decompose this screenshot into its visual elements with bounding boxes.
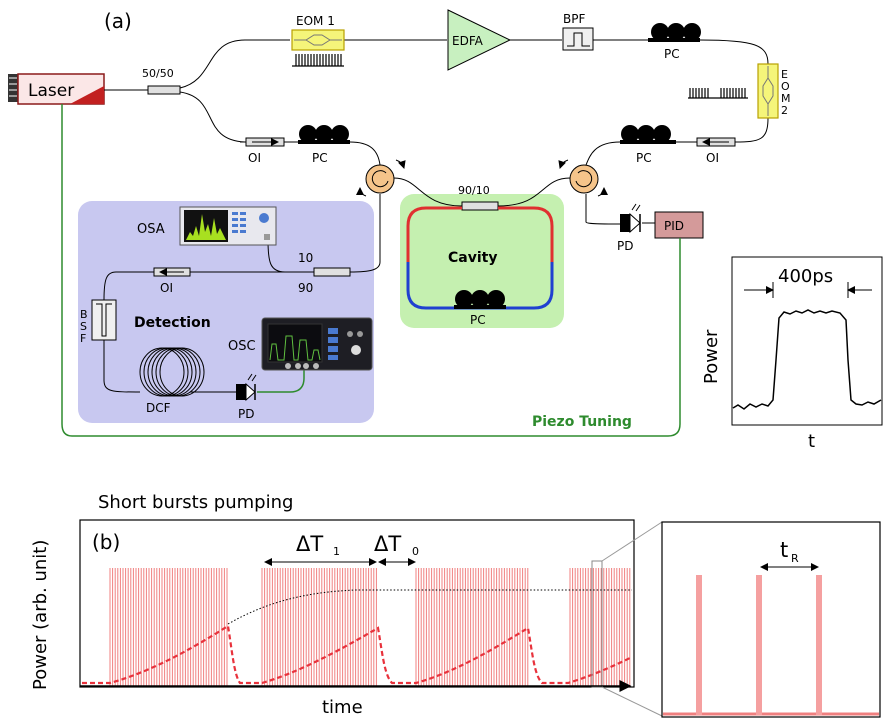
coupler-50-50-label: 50/50 bbox=[142, 67, 174, 80]
pc-top-label: PC bbox=[664, 47, 680, 61]
osa-label: OSA bbox=[137, 222, 165, 237]
osa: OSA bbox=[137, 206, 277, 246]
eom2: E O M 2 bbox=[688, 63, 791, 119]
eom2-letter-1: E bbox=[781, 68, 788, 81]
pc-right-label: PC bbox=[636, 151, 652, 165]
oi-detection-label: OI bbox=[160, 281, 173, 295]
osc: OSC bbox=[228, 317, 373, 371]
panel-a: (a) Laser bbox=[8, 9, 791, 437]
dcf-label: DCF bbox=[146, 401, 171, 415]
oi-left: OI bbox=[245, 137, 285, 165]
pc-left-label: PC bbox=[312, 151, 328, 165]
dt0-label: ΔT bbox=[374, 532, 401, 556]
coupler-50-50 bbox=[147, 85, 181, 95]
edfa: EDFA bbox=[447, 9, 512, 71]
zoom-connector-top bbox=[601, 521, 663, 562]
inset-xlabel: t bbox=[808, 431, 815, 452]
eom2-letter-3: M bbox=[781, 92, 791, 105]
dt0-subscript: 0 bbox=[412, 545, 419, 558]
zoom-pulse-3 bbox=[816, 575, 822, 715]
eom1: EOM 1 bbox=[291, 14, 345, 67]
dcf-spool bbox=[139, 347, 205, 397]
eom1-label: EOM 1 bbox=[296, 14, 335, 28]
oi-left-label: OI bbox=[248, 151, 261, 165]
eom1-burst-icon bbox=[292, 54, 344, 67]
tr-subscript: R bbox=[791, 552, 799, 565]
cavity-box bbox=[400, 194, 564, 328]
pd-detection: PD bbox=[236, 373, 257, 421]
inset-ylabel: Power bbox=[701, 329, 722, 384]
tap-10-label: 10 bbox=[298, 251, 313, 265]
bpf-label: BPF bbox=[563, 12, 585, 26]
inset-width-label: 400ps bbox=[778, 266, 833, 287]
eom2-letter-4: 2 bbox=[781, 104, 788, 117]
pc-left: PC bbox=[298, 125, 350, 165]
osc-label: OSC bbox=[228, 339, 256, 354]
panel-b-xlabel: time bbox=[322, 697, 363, 718]
bsf-letter-2: S bbox=[80, 320, 87, 333]
laser: Laser bbox=[8, 73, 105, 105]
panel-b-title: Short bursts pumping bbox=[98, 492, 293, 513]
oi-right: OI bbox=[696, 137, 736, 165]
oi-right-label: OI bbox=[706, 151, 719, 165]
tap-coupler bbox=[313, 267, 351, 277]
tap-90-label: 90 bbox=[298, 281, 313, 295]
inset-frame bbox=[731, 256, 883, 426]
pc-cavity: PC bbox=[454, 290, 506, 327]
piezo-tuning-loop bbox=[61, 104, 681, 437]
panel-b-label: (b) bbox=[92, 530, 120, 554]
zoom-window bbox=[591, 560, 603, 688]
bpf: BPF bbox=[562, 12, 594, 51]
pd-right: PD bbox=[617, 203, 641, 253]
pd-osc-cable bbox=[257, 366, 305, 393]
intracavity-power-dashed bbox=[82, 624, 631, 685]
zoom-inset-frame bbox=[661, 521, 881, 718]
panel-b: Short bursts pumping (b) ΔT 1 ΔT 0 Power… bbox=[30, 492, 881, 718]
piezo-tuning-label: Piezo Tuning bbox=[532, 414, 632, 430]
pc-cavity-label: PC bbox=[470, 313, 486, 327]
zoom-pulse-1 bbox=[696, 575, 702, 715]
zoom-pulse-2 bbox=[756, 575, 762, 715]
dt1-subscript: 1 bbox=[333, 545, 340, 558]
oi-detection: OI bbox=[153, 267, 191, 295]
coupler-90-10 bbox=[461, 201, 499, 211]
eom2-burst-icon bbox=[688, 88, 748, 99]
coupler-90-10-label: 90/10 bbox=[458, 184, 490, 197]
detection-label: Detection bbox=[134, 315, 211, 331]
cavity-label: Cavity bbox=[448, 250, 497, 266]
pc-top: PC bbox=[648, 23, 701, 61]
dt1-label: ΔT bbox=[296, 532, 323, 556]
burst-pulse-train bbox=[109, 568, 631, 686]
eom2-letter-2: O bbox=[781, 80, 790, 93]
bsf: B S F bbox=[80, 299, 117, 345]
fiber-lines bbox=[103, 39, 769, 393]
pc-right: PC bbox=[620, 125, 676, 165]
pid-label: PID bbox=[664, 219, 684, 233]
circulator-right bbox=[558, 159, 608, 197]
bsf-letter-3: F bbox=[80, 332, 86, 345]
laser-label: Laser bbox=[28, 81, 74, 101]
inset-pulse: 400ps Power t bbox=[701, 256, 883, 452]
bsf-letter-1: B bbox=[80, 308, 88, 321]
edfa-label: EDFA bbox=[452, 34, 484, 48]
circulator-left bbox=[356, 159, 406, 197]
panel-b-ylabel: Power (arb. unit) bbox=[30, 540, 51, 690]
zoom-connector-bottom bbox=[601, 686, 663, 717]
panel-b-frame bbox=[79, 519, 635, 688]
pd-right-label: PD bbox=[617, 239, 633, 253]
pid-box bbox=[654, 211, 704, 239]
pd-detection-label: PD bbox=[238, 407, 254, 421]
steady-state-envelope bbox=[227, 589, 632, 625]
tr-label: t bbox=[780, 538, 788, 562]
inset-pulse-trace bbox=[732, 309, 882, 410]
panel-a-label: (a) bbox=[104, 9, 132, 33]
